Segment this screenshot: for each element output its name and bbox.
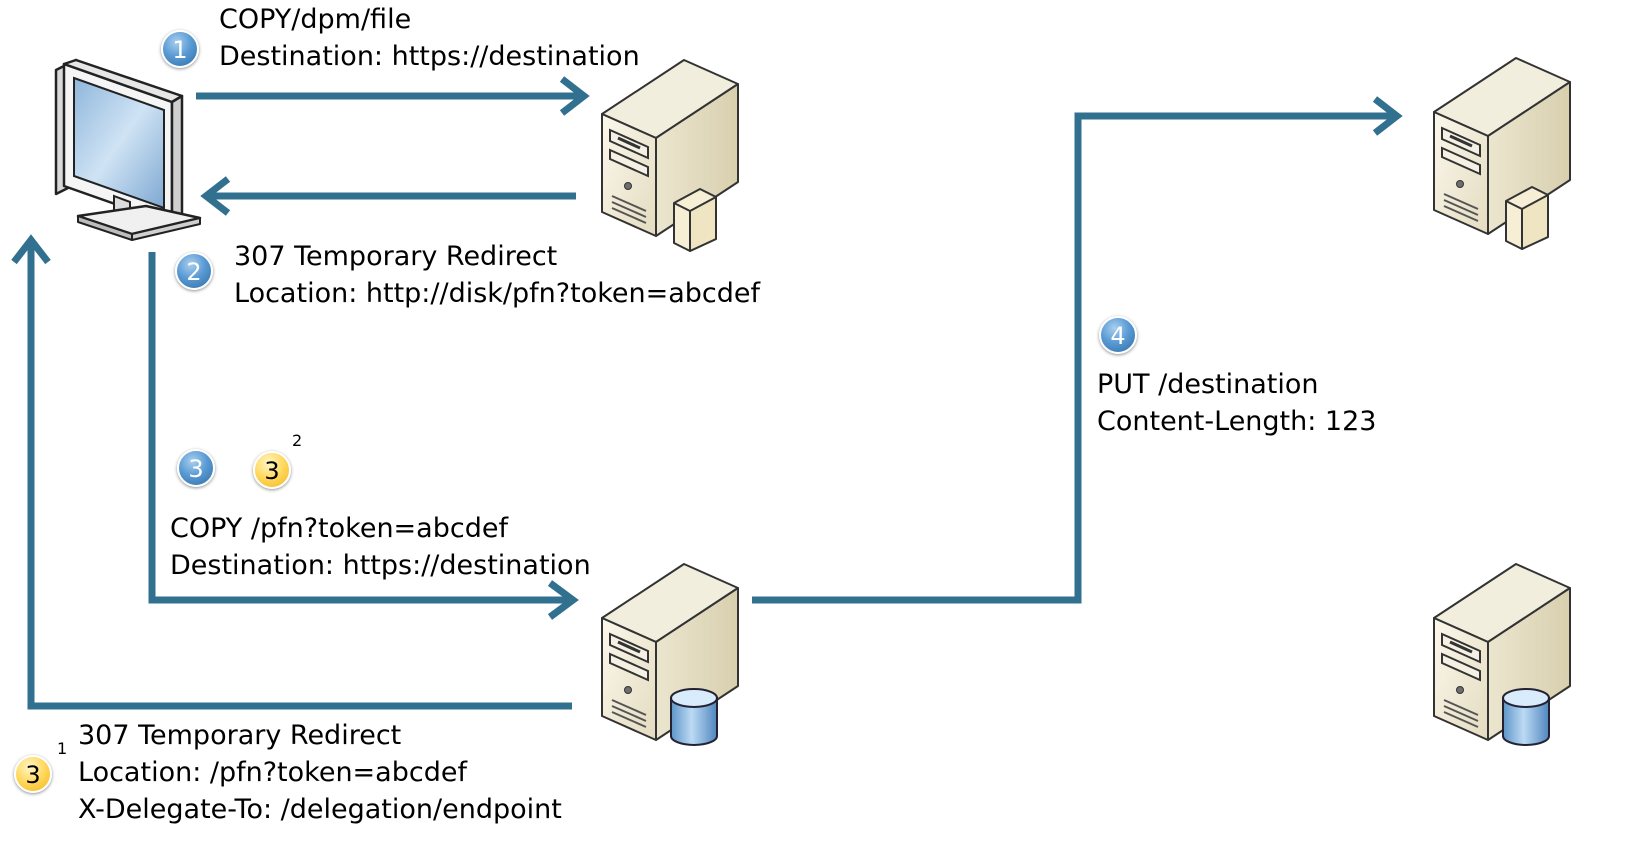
step-4-line-1: PUT /destination [1097,369,1319,400]
step-2-line-2: Location: http://disk/pfn?token=abcdef [234,278,761,309]
step-3-line-1: COPY /pfn?token=abcdef [170,513,508,544]
step-2-line-1: 307 Temporary Redirect [234,241,558,272]
step-3-redirect-line-3: X-Delegate-To: /delegation/endpoint [78,794,562,825]
arrow-step1-head [559,76,590,116]
step-4-badge: 4 [1099,316,1137,354]
step-4-line-2: Content-Length: 123 [1097,406,1377,437]
step-1-badge: 1 [161,30,199,68]
step-2-label: 307 Temporary Redirect Location: http://… [234,238,760,312]
arrow-step3-redirect-head [11,234,51,265]
step-3-redirect-line-2: Location: /pfn?token=abcdef [78,757,467,788]
arrow-step3-head [547,580,579,620]
arrow-step4 [752,112,1396,604]
step-3-badge: 3 [177,449,215,487]
step-2-badge: 2 [175,252,213,290]
step-3-redirect-badge: 3 [14,755,52,793]
step-3-redirect-label: 307 Temporary Redirect Location: /pfn?to… [78,717,562,828]
step-3-label: COPY /pfn?token=abcdef Destination: http… [170,510,591,584]
step-1-line-2: Destination: https://destination [219,41,640,72]
step-1-label: COPY/dpm/file Destination: https://desti… [219,1,640,75]
step-1-line-1: COPY/dpm/file [219,4,412,35]
step-3-redirect-superscript: 1 [57,739,68,758]
arrow-step4-head [1372,96,1403,136]
step-3-alt-badge: 3 [253,451,291,489]
step-4-label: PUT /destination Content-Length: 123 [1097,366,1376,440]
arrow-step2-head [200,176,231,216]
arrow-step3 [148,252,572,604]
step-3-redirect-line-1: 307 Temporary Redirect [78,720,402,751]
arrow-step3-redirect [27,240,572,710]
step-3-alt-superscript: 2 [292,431,303,450]
step-3-line-2: Destination: https://destination [170,550,591,581]
